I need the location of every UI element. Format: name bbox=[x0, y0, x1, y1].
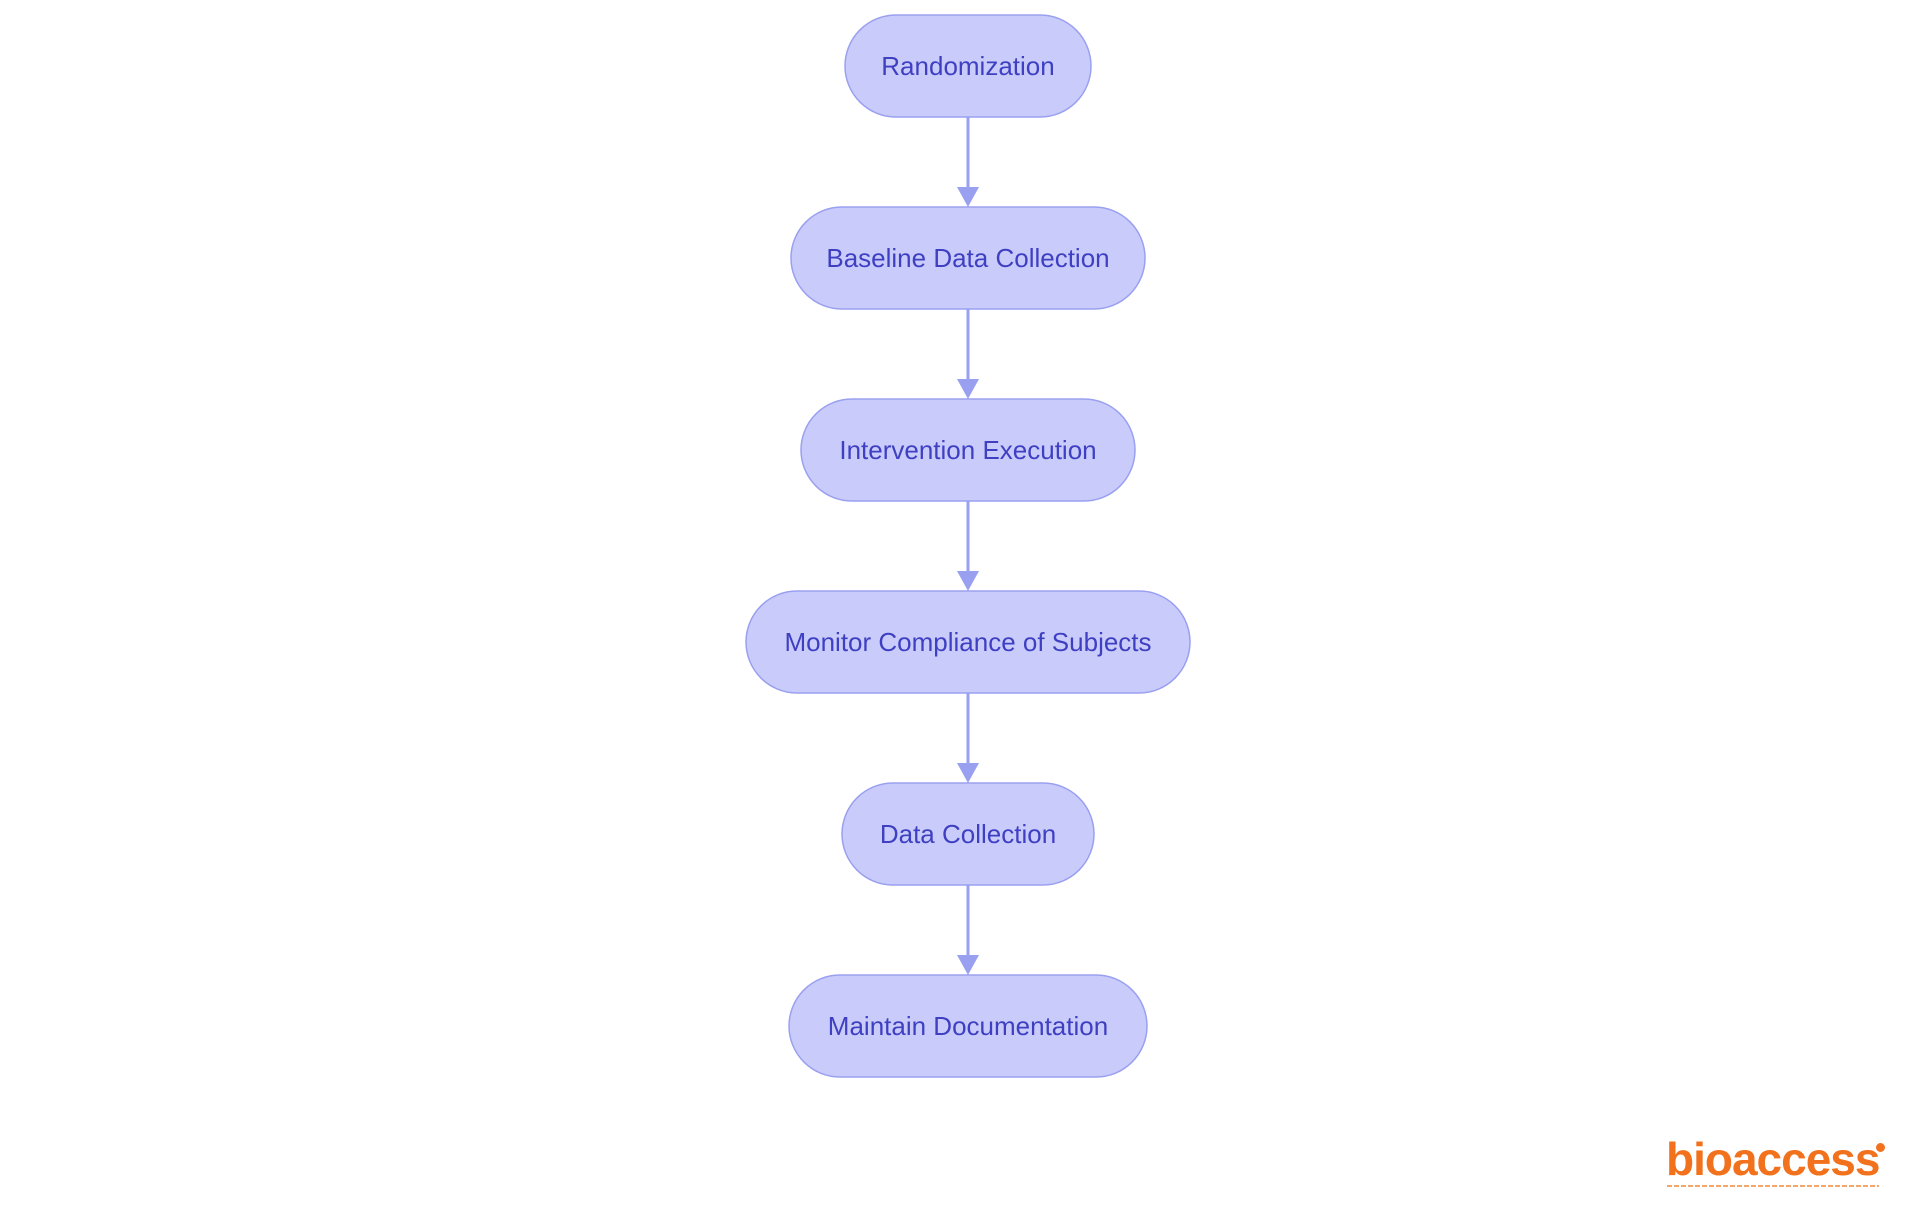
arrowhead-icon bbox=[957, 571, 979, 591]
node-label: Monitor Compliance of Subjects bbox=[784, 627, 1151, 657]
node-shape bbox=[841, 782, 1095, 886]
bioaccess-logo: bioaccess bbox=[1658, 1135, 1890, 1195]
node-data: Data Collection bbox=[841, 782, 1095, 886]
node-label: Maintain Documentation bbox=[828, 1011, 1108, 1041]
registered-mark-icon bbox=[1876, 1143, 1885, 1152]
node-label: Baseline Data Collection bbox=[826, 243, 1109, 273]
node-shape bbox=[790, 206, 1146, 310]
logo-wordmark: bioaccess bbox=[1666, 1133, 1880, 1185]
node-monitor: Monitor Compliance of Subjects bbox=[745, 590, 1191, 694]
node-label: Intervention Execution bbox=[839, 435, 1096, 465]
node-baseline: Baseline Data Collection bbox=[790, 206, 1146, 310]
node-randomization: Randomization bbox=[844, 14, 1092, 118]
arrowhead-icon bbox=[957, 955, 979, 975]
node-label: Data Collection bbox=[880, 819, 1056, 849]
node-intervention: Intervention Execution bbox=[800, 398, 1136, 502]
node-documentation: Maintain Documentation bbox=[788, 974, 1148, 1078]
node-shape bbox=[745, 590, 1191, 694]
node-label: Randomization bbox=[881, 51, 1054, 81]
node-shape bbox=[788, 974, 1148, 1078]
logo-tagline bbox=[1667, 1185, 1879, 1187]
arrowhead-icon bbox=[957, 187, 979, 207]
arrowhead-icon bbox=[957, 379, 979, 399]
node-shape bbox=[800, 398, 1136, 502]
node-shape bbox=[844, 14, 1092, 118]
arrowhead-icon bbox=[957, 763, 979, 783]
